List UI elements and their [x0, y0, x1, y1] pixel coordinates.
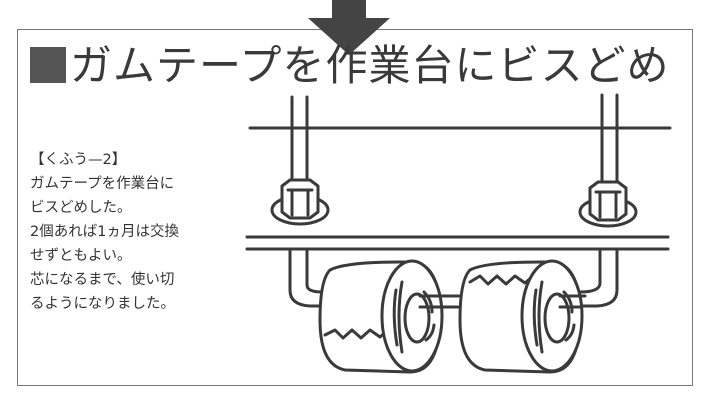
tape-roll-2 — [458, 259, 587, 374]
description: 【くふう—2】 ガムテープを作業台に ビスどめした。 2個あれば1ヵ月は交換 せ… — [30, 148, 179, 316]
right-hook — [573, 249, 619, 308]
left-hook — [288, 249, 327, 308]
title-text: ガムテープを作業台にビスどめ — [70, 41, 670, 90]
page-title: ガムテープを作業台にビスどめ — [30, 38, 669, 94]
description-line: 芯になるまで、使い切 — [30, 272, 175, 288]
description-line: ビスどめした。 — [30, 200, 132, 216]
square-marker-icon — [30, 47, 66, 83]
description-line: ガムテープを作業台に — [30, 176, 175, 192]
tape-roll-1 — [318, 259, 444, 374]
left-screw — [270, 95, 330, 226]
down-arrow-icon — [308, 0, 390, 55]
axle — [418, 294, 464, 309]
right-screw — [578, 93, 638, 228]
description-line: 【くふう—2】 — [30, 152, 127, 168]
description-line: 2個あれば1ヵ月は交換 — [30, 224, 179, 240]
description-line: せずともよい。 — [30, 248, 132, 264]
description-line: るようになりました。 — [30, 296, 175, 312]
